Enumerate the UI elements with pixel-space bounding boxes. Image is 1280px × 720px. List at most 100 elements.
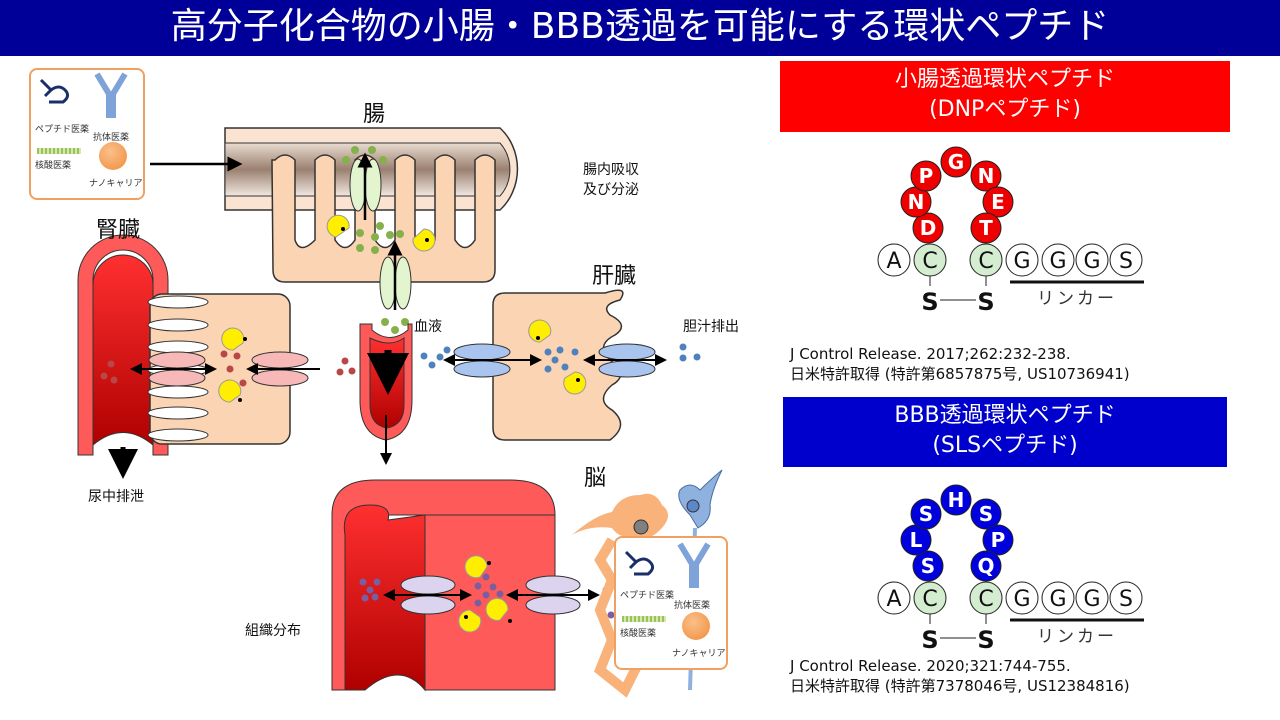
loop-residue-label: L <box>910 528 923 552</box>
nanocarrier-label: ナノキャリア <box>89 179 143 189</box>
linker-label: リンカー <box>1037 627 1117 647</box>
loop-residue-label: P <box>919 164 934 188</box>
kidney-label: 腎臓 <box>96 218 141 243</box>
nanocarrier-icon <box>682 612 710 640</box>
loop-residue-label: S <box>979 502 993 526</box>
sls-peptide-header: BBB透過環状ペプチド (SLSペプチド) <box>783 397 1227 467</box>
loop-residue-label: Q <box>977 554 994 578</box>
dnp-reference: J Control Release. 2017;262:232-238. <box>790 345 1071 363</box>
loop-residue <box>970 212 1002 244</box>
sulfur-label: S <box>921 288 938 316</box>
nanocarrier-icon <box>99 142 127 170</box>
backbone-residue-label: G <box>1083 587 1100 612</box>
backbone-residue-label: G <box>1083 249 1100 274</box>
blood-vessel-graphic <box>359 323 413 465</box>
backbone-residue-label: G <box>1049 249 1066 274</box>
antibody-icon <box>677 542 711 588</box>
kidney-graphic <box>77 234 356 479</box>
dnp-header-title: 小腸透過環状ペプチド <box>894 67 1115 92</box>
loop-residue <box>970 160 1002 192</box>
backbone-residue <box>1041 581 1075 615</box>
backbone-residue-label: C <box>978 249 993 274</box>
nucleic-acid-drug-label: 核酸医薬 <box>35 161 72 171</box>
loop-residue-label: E <box>991 190 1005 214</box>
loop-residue <box>982 186 1014 218</box>
biliary-excretion-label: 胆汁排出 <box>683 319 739 335</box>
pharmacokinetics-diagram <box>77 127 723 698</box>
backbone-residue <box>1109 581 1143 615</box>
backbone-residue-label: S <box>1119 587 1133 612</box>
loop-residue <box>940 146 972 178</box>
liver-label: 肝臓 <box>592 264 637 289</box>
brain-drug-modalities-box: ペプチド医薬 抗体医薬 核酸医薬 ナノキャリア <box>614 536 728 670</box>
intestine-graphic <box>224 127 519 334</box>
backbone-residue <box>877 581 911 615</box>
loop-residue-label: S <box>921 554 935 578</box>
backbone-residue <box>877 243 911 277</box>
loop-residue-label: S <box>919 502 933 526</box>
sls-header-subtitle: (SLSペプチド) <box>932 433 1078 458</box>
sulfur-label: S <box>977 626 994 654</box>
loop-residue-label: P <box>991 528 1006 552</box>
drug-modalities-box: ペプチド医薬 抗体医薬 核酸医薬 ナノキャリア <box>29 68 145 200</box>
nucleic-acid-icon <box>622 616 666 622</box>
antibody-drug-label: 抗体医薬 <box>93 133 130 143</box>
loop-residue-label: D <box>920 216 937 240</box>
peptide-drug-icon <box>624 550 655 576</box>
backbone-residue <box>1075 243 1109 277</box>
backbone-residue-label: G <box>1013 249 1030 274</box>
loop-residue-label: H <box>948 488 965 512</box>
loop-residue-label: N <box>978 164 995 188</box>
blood-label: 血液 <box>414 319 442 335</box>
nucleic-acid-drug-label: 核酸医薬 <box>620 629 657 639</box>
nucleic-acid-icon <box>37 148 81 154</box>
loop-residue <box>912 550 944 582</box>
sulfur-label: S <box>977 288 994 316</box>
dnp-peptide-header: 小腸透過環状ペプチド (DNPペプチド) <box>780 61 1230 132</box>
backbone-residue <box>1005 581 1039 615</box>
sls-patent: 日米特許取得 (特許第7378046号, US12384816) <box>790 677 1130 695</box>
antibody-icon <box>94 72 128 118</box>
loop-residue-label: T <box>979 216 993 240</box>
loop-residue <box>912 212 944 244</box>
peptide-drug-icon <box>39 78 70 104</box>
urinary-excretion-label: 尿中排泄 <box>88 489 144 505</box>
loop-residue <box>940 484 972 516</box>
loop-residue <box>970 550 1002 582</box>
backbone-residue <box>1005 243 1039 277</box>
dnp-patent: 日米特許取得 (特許第6857875号, US10736941) <box>790 365 1130 383</box>
brain-label: 脳 <box>584 466 607 491</box>
backbone-residue <box>1109 243 1143 277</box>
loop-residue <box>982 524 1014 556</box>
backbone-residue-label: C <box>978 587 993 612</box>
tissue-distribution-label: 組織分布 <box>245 623 301 639</box>
backbone-residue-label: S <box>1119 249 1133 274</box>
backbone-residue-label: G <box>1013 587 1030 612</box>
loop-residue-label: N <box>908 190 925 214</box>
dnp-header-subtitle: (DNPペプチド) <box>929 97 1081 122</box>
backbone-residue-label: G <box>1049 587 1066 612</box>
nanocarrier-label: ナノキャリア <box>672 649 726 659</box>
tissue-vessel-graphic <box>331 479 615 692</box>
loop-residue <box>910 498 942 530</box>
backbone-residue <box>1075 581 1109 615</box>
backbone-residue-label: C <box>922 587 937 612</box>
intestinal-absorption-label: 腸内吸収 及び分泌 <box>583 162 639 198</box>
antibody-drug-label: 抗体医薬 <box>674 601 711 611</box>
intestine-label: 腸 <box>363 102 386 127</box>
backbone-residue-label: A <box>886 587 901 612</box>
loop-residue <box>970 498 1002 530</box>
backbone-residue-label: C <box>922 249 937 274</box>
peptide-drug-label: ペプチド医薬 <box>620 591 675 601</box>
brain-cells-graphic <box>572 469 723 698</box>
loop-residue-label: G <box>948 150 964 174</box>
liver-graphic <box>420 289 701 441</box>
linker-label: リンカー <box>1037 289 1117 309</box>
peptide-drug-label: ペプチド医薬 <box>35 125 90 135</box>
loop-residue <box>910 160 942 192</box>
backbone-residue-label: A <box>886 249 901 274</box>
sls-header-title: BBB透過環状ペプチド <box>894 403 1116 428</box>
sulfur-label: S <box>921 626 938 654</box>
